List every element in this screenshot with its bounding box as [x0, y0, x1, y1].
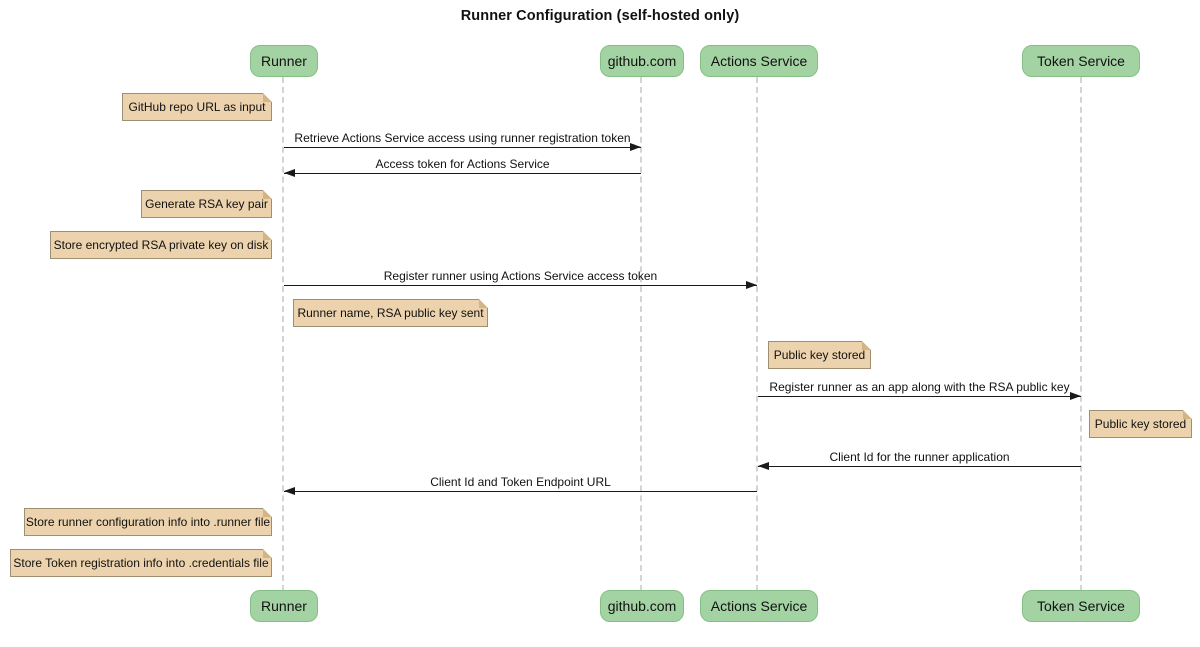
note-public-key-stored-actions: Public key stored: [768, 341, 871, 369]
message-line: [284, 281, 757, 289]
message-label: Register runner as an app along with the…: [769, 380, 1070, 394]
lifeline-github: [640, 77, 642, 591]
lifeline-runner: [282, 77, 284, 591]
participant-github-bottom: github.com: [600, 590, 684, 622]
message-line: [284, 143, 641, 151]
lifeline-token-service: [1080, 77, 1082, 591]
arrowhead-left-icon: [284, 169, 295, 177]
participant-actions-service-bottom: Actions Service: [700, 590, 818, 622]
note-store-runner-file: Store runner configuration info into .ru…: [24, 508, 272, 536]
message-line: [284, 169, 641, 177]
note-store-credentials-file: Store Token registration info into .cred…: [10, 549, 272, 577]
participant-token-service-top: Token Service: [1022, 45, 1140, 77]
message-line: [758, 462, 1081, 470]
message-client-id-returned: Client Id for the runner application: [758, 449, 1081, 470]
lifeline-actions-service: [756, 77, 758, 591]
participant-runner-bottom: Runner: [250, 590, 318, 622]
participant-runner-top: Runner: [250, 45, 318, 77]
diagram-title: Runner Configuration (self-hosted only): [460, 8, 740, 24]
message-line: [284, 487, 757, 495]
message-client-id-endpoint: Client Id and Token Endpoint URL: [284, 474, 757, 495]
message-label: Register runner using Actions Service ac…: [383, 269, 658, 283]
message-line: [758, 392, 1081, 400]
participant-actions-service-top: Actions Service: [700, 45, 818, 77]
note-store-private-key: Store encrypted RSA private key on disk: [50, 231, 272, 259]
arrowhead-right-icon: [1070, 392, 1081, 400]
message-register-runner: Register runner using Actions Service ac…: [284, 268, 757, 289]
message-label: Client Id and Token Endpoint URL: [430, 475, 611, 489]
message-label: Access token for Actions Service: [375, 157, 550, 171]
participant-token-service-bottom: Token Service: [1022, 590, 1140, 622]
message-label: Retrieve Actions Service access using ru…: [294, 131, 631, 145]
arrowhead-right-icon: [630, 143, 641, 151]
message-retrieve-actions-access: Retrieve Actions Service access using ru…: [284, 130, 641, 151]
note-runner-name-sent: Runner name, RSA public key sent: [293, 299, 488, 327]
note-public-key-stored-token: Public key stored: [1089, 410, 1192, 438]
message-register-runner-app: Register runner as an app along with the…: [758, 379, 1081, 400]
note-repo-url: GitHub repo URL as input: [122, 93, 272, 121]
participant-github-top: github.com: [600, 45, 684, 77]
message-access-token-returned: Access token for Actions Service: [284, 156, 641, 177]
arrowhead-right-icon: [746, 281, 757, 289]
message-label: Client Id for the runner application: [829, 450, 1010, 464]
note-generate-rsa: Generate RSA key pair: [141, 190, 272, 218]
arrowhead-left-icon: [284, 487, 295, 495]
arrowhead-left-icon: [758, 462, 769, 470]
